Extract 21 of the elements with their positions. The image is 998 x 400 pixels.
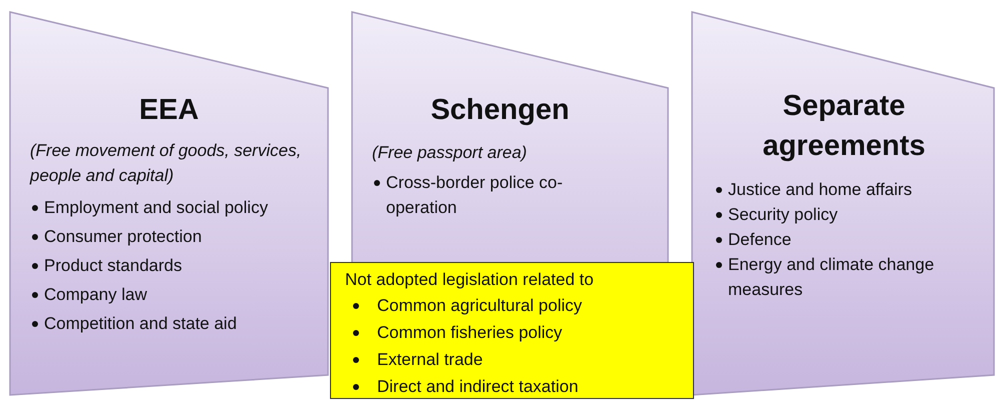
heading: EEA — [138, 93, 200, 128]
bullet-item: Employment and social policy — [44, 198, 268, 217]
bullet-item: Security policy — [728, 205, 838, 224]
bullet-item: Direct and indirect taxation — [377, 377, 578, 396]
bullet-item: Justice and home affairs — [728, 180, 912, 199]
bullet-item: Product standards — [44, 256, 182, 275]
bullet-item: Cross-border police co-operation — [386, 173, 563, 217]
note-text: Not adopted legislation related to — [345, 269, 595, 291]
heading: Separate agreements — [762, 89, 926, 164]
subtitle: (Free passport area) — [372, 142, 528, 164]
heading: Schengen — [430, 93, 570, 128]
bullet-item: Defence — [728, 230, 792, 249]
bullet-item: Company law — [44, 285, 147, 304]
note-box — [330, 262, 694, 399]
subtitle: (Free movement of goods, services, people and capital) — [30, 140, 302, 187]
bullet-item: Competition and state aid — [44, 314, 237, 333]
bullet-item: Energy and climate change measures — [728, 255, 934, 299]
bullet-item: External trade — [377, 350, 483, 369]
bullet-item: Common fisheries policy — [377, 323, 562, 342]
bullet-item: Consumer protection — [44, 227, 202, 246]
bullet-item: Common agricultural policy — [377, 296, 582, 315]
